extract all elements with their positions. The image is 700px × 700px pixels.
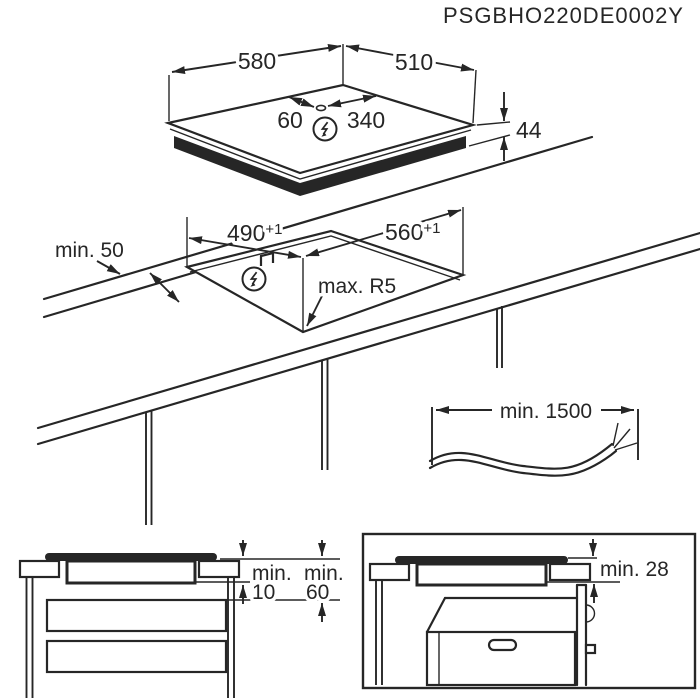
oven-top-slant bbox=[425, 596, 447, 634]
dim-line-width bbox=[171, 44, 342, 74]
oven-handle bbox=[487, 638, 518, 652]
worktop-left-block bbox=[18, 559, 61, 579]
cable-wire-bottom bbox=[428, 449, 618, 477]
dim-line-cutout-depth bbox=[188, 236, 302, 259]
cutout-depth-label: 490+1 bbox=[227, 220, 282, 246]
drawer-front-lower bbox=[45, 639, 228, 674]
worktop-cutout-view: min. 50 490+1 560+1 max. R5 bbox=[36, 135, 700, 525]
worktop-right-block bbox=[197, 559, 241, 579]
corner-radius-leader bbox=[306, 295, 323, 327]
hob-body-band bbox=[174, 136, 466, 196]
dim-offset-right-label: 340 bbox=[347, 107, 385, 133]
cabinet-leg bbox=[375, 580, 383, 685]
corner-radius-label: max. R5 bbox=[318, 275, 396, 298]
extension-line-44-bottom bbox=[468, 134, 511, 147]
dim-line-depth bbox=[345, 44, 475, 72]
gap60-value-label: 60 bbox=[306, 581, 329, 604]
edge-clearance-arrow bbox=[149, 272, 180, 303]
worktop-left-block bbox=[368, 562, 411, 582]
gap60-min-label: min. bbox=[304, 562, 344, 585]
cable-entry-point bbox=[315, 104, 327, 112]
power-connection-icon bbox=[312, 116, 338, 142]
extension-line-right bbox=[472, 69, 477, 124]
dim-offset-left-label: 60 bbox=[277, 107, 303, 133]
dim-depth-label: 510 bbox=[395, 49, 433, 75]
oven-hinge-bump bbox=[585, 604, 596, 623]
edge-clearance-label: min. 50 bbox=[55, 239, 124, 262]
gap10-min-label: min. bbox=[252, 562, 292, 585]
power-connection-icon bbox=[241, 266, 267, 292]
edge-clearance-leader bbox=[96, 260, 121, 275]
oven-knob bbox=[584, 643, 597, 655]
dim-line-cutout-width bbox=[305, 209, 462, 257]
cabinet-legs bbox=[25, 577, 235, 698]
oven-clearance-section: min. 28 bbox=[361, 532, 697, 690]
cable-wire-top bbox=[428, 442, 614, 470]
drawer-clearance-section: min. 10 min. 60 bbox=[18, 540, 347, 698]
counter-legs bbox=[145, 306, 503, 525]
worktop-edge-front bbox=[42, 270, 198, 319]
cable-length-label: min. 1500 bbox=[500, 400, 592, 423]
section-frame bbox=[361, 532, 697, 690]
cable-frayed-end bbox=[612, 422, 638, 451]
dim-line-offset-left bbox=[288, 96, 315, 108]
extension-line-44-top bbox=[476, 121, 511, 126]
dim-height-label: 44 bbox=[516, 117, 542, 143]
hob-body-section bbox=[65, 559, 197, 585]
cutout-width-label: 560+1 bbox=[385, 219, 440, 245]
hob-isometric-view: 580 510 60 340 44 bbox=[164, 44, 545, 196]
gap28-label: min. 28 bbox=[600, 558, 669, 581]
worktop-right-block bbox=[548, 562, 592, 582]
counter-edge-top bbox=[36, 231, 700, 430]
dim-width-label: 580 bbox=[238, 48, 276, 74]
hob-glass-edge bbox=[169, 128, 472, 180]
gap10-value-label: 10 bbox=[252, 581, 275, 604]
power-cable-view: min. 1500 bbox=[428, 397, 639, 477]
hob-body-section bbox=[415, 562, 548, 587]
counter-edge-bottom bbox=[36, 247, 700, 446]
hob-glass-section bbox=[395, 556, 568, 564]
diagram-title: PSGBHO220DE0002Y bbox=[443, 3, 684, 28]
drawer-front-upper bbox=[45, 598, 228, 633]
hob-glass-section bbox=[45, 553, 217, 561]
dim-line-offset-right bbox=[327, 94, 377, 108]
